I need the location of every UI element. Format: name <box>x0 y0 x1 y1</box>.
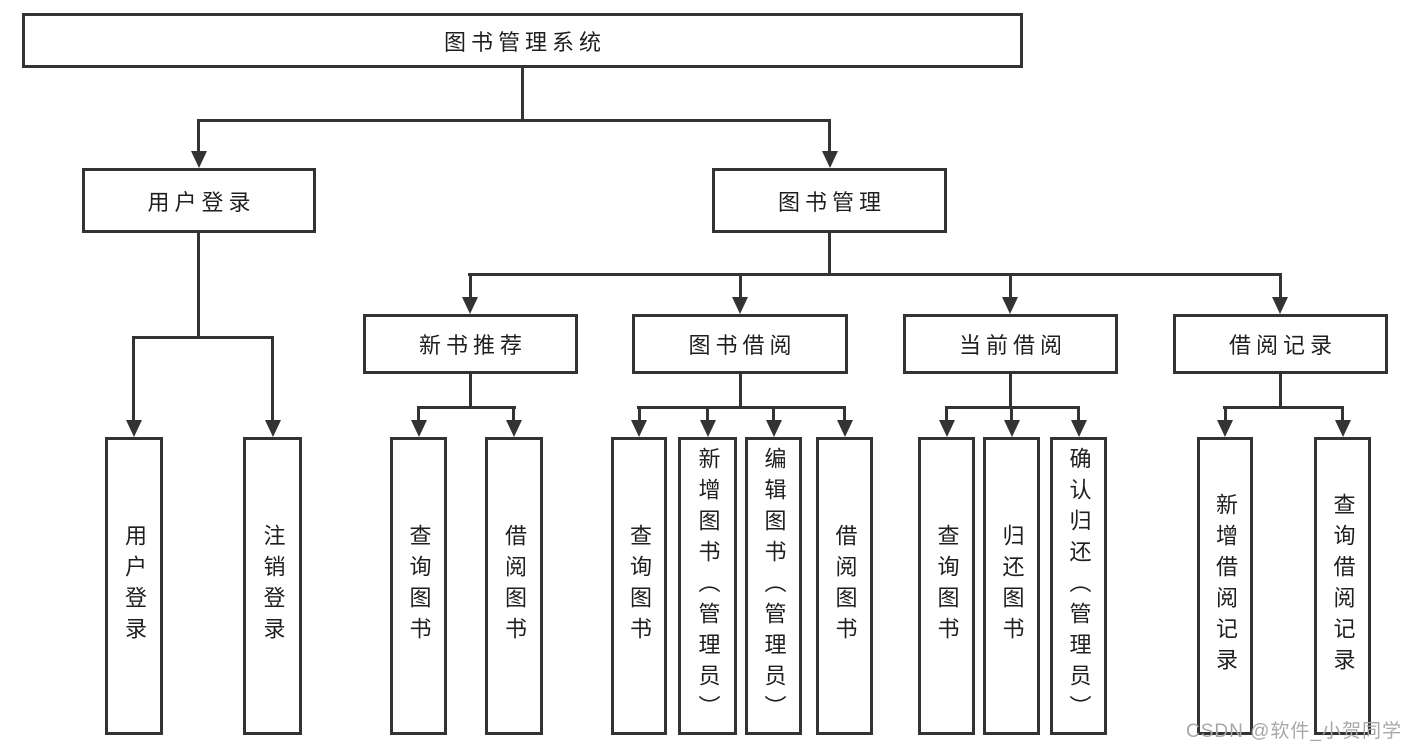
arrow-down-icon <box>1002 297 1018 314</box>
leaf-query-books-recommend: 查询图书 <box>390 437 447 735</box>
node-book-borrow: 图书借阅 <box>632 314 848 374</box>
connector-drop-book-management <box>828 119 831 152</box>
connector-drop-leaf-logout <box>271 336 274 421</box>
connector-level2-bar <box>197 119 831 122</box>
connector-drop-user-login <box>197 119 200 152</box>
arrow-down-icon <box>462 297 478 314</box>
connector-drop <box>945 406 948 421</box>
arrow-down-icon <box>939 420 955 437</box>
leaf-query-borrow-record: 查询借阅记录 <box>1314 437 1371 735</box>
connector-drop <box>1341 406 1344 421</box>
connector-drop-current-borrow <box>1009 273 1012 298</box>
arrow-down-icon <box>1335 420 1351 437</box>
connector-drop <box>1077 406 1080 421</box>
connector-book-management-stem <box>828 233 831 276</box>
arrow-down-icon <box>1071 420 1087 437</box>
arrow-down-icon <box>766 420 782 437</box>
connector-new-book-bar <box>417 406 516 409</box>
arrow-down-icon <box>822 151 838 168</box>
connector-drop <box>706 406 709 421</box>
csdn-watermark: CSDN @软件_小贺同学 <box>1186 721 1402 742</box>
connector-drop <box>1010 406 1013 421</box>
connector-root-stem <box>521 68 524 119</box>
connector-drop-borrow-records <box>1279 273 1282 298</box>
connector-drop <box>417 406 420 421</box>
leaf-borrow-books: 借阅图书 <box>816 437 873 735</box>
connector-user-login-stem <box>197 233 200 339</box>
connector-drop <box>638 406 641 421</box>
leaf-return-books: 归还图书 <box>983 437 1040 735</box>
connector-borrow-records-stem <box>1279 374 1282 409</box>
connector-borrow-records-bar <box>1223 406 1344 409</box>
arrow-down-icon <box>1004 420 1020 437</box>
leaf-user-login: 用户登录 <box>105 437 163 735</box>
connector-drop <box>843 406 846 421</box>
leaf-query-books-borrow: 查询图书 <box>611 437 667 735</box>
node-book-management: 图书管理 <box>712 168 947 233</box>
leaf-edit-books-admin: 编辑图书（管理员） <box>745 437 802 735</box>
leaf-logout: 注销登录 <box>243 437 302 735</box>
leaf-borrow-books-recommend: 借阅图书 <box>485 437 543 735</box>
connector-drop <box>1224 406 1227 421</box>
connector-drop-leaf-user-login <box>132 336 135 421</box>
connector-book-borrow-stem <box>739 374 742 409</box>
arrow-down-icon <box>732 297 748 314</box>
node-user-login: 用户登录 <box>82 168 316 233</box>
node-new-book-recommend: 新书推荐 <box>363 314 578 374</box>
connector-new-book-stem <box>469 374 472 409</box>
node-library-system: 图书管理系统 <box>22 13 1023 68</box>
connector-drop-new-book <box>469 273 472 298</box>
arrow-down-icon <box>631 420 647 437</box>
connector-drop-book-borrow <box>739 273 742 298</box>
arrow-down-icon <box>837 420 853 437</box>
connector-book-borrow-bar <box>637 406 846 409</box>
arrow-down-icon <box>1272 297 1288 314</box>
arrow-down-icon <box>126 420 142 437</box>
connector-user-login-bar <box>132 336 274 339</box>
arrow-down-icon <box>506 420 522 437</box>
leaf-add-borrow-record: 新增借阅记录 <box>1197 437 1253 735</box>
leaf-add-books-admin: 新增图书（管理员） <box>678 437 737 735</box>
arrow-down-icon <box>265 420 281 437</box>
connector-level3-bar <box>468 273 1282 276</box>
connector-drop <box>512 406 515 421</box>
leaf-confirm-return-admin: 确认归还（管理员） <box>1050 437 1107 735</box>
arrow-down-icon <box>411 420 427 437</box>
node-current-borrow: 当前借阅 <box>903 314 1118 374</box>
connector-current-borrow-stem <box>1009 374 1012 409</box>
node-borrow-records: 借阅记录 <box>1173 314 1388 374</box>
arrow-down-icon <box>1217 420 1233 437</box>
connector-drop <box>772 406 775 421</box>
arrow-down-icon <box>700 420 716 437</box>
leaf-query-books-current: 查询图书 <box>918 437 975 735</box>
arrow-down-icon <box>191 151 207 168</box>
